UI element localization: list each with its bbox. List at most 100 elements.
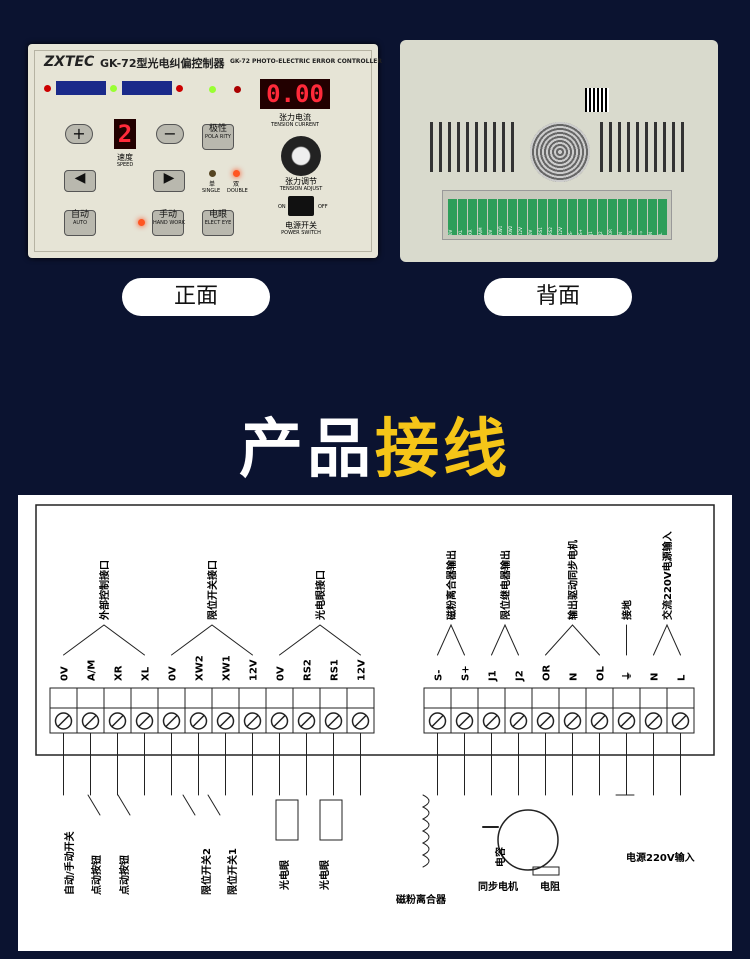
back-terminal: J1 [587, 199, 597, 235]
left-button[interactable]: ◀ [64, 170, 96, 192]
screw-slot [246, 715, 259, 727]
switch-symbol [207, 794, 221, 816]
screw-slot [593, 715, 606, 727]
auto-label: 自动 [70, 210, 89, 220]
screw-slot [458, 715, 471, 727]
resistor-label: 电阻 [540, 880, 560, 893]
on-label: ON [278, 204, 286, 210]
right-button[interactable]: ▶ [153, 170, 185, 192]
screw-slot [273, 715, 286, 727]
back-terminal: XW2 [507, 199, 517, 235]
back-terminal: 0V [487, 199, 497, 235]
fan-grille [530, 122, 590, 182]
clutch-label: 磁粉离合器 [396, 893, 447, 906]
section-title: 产品接线 [0, 398, 750, 490]
group-label: 接地 [621, 600, 634, 620]
group-label: 外部控制接口 [98, 560, 111, 621]
back-label: 背面 [484, 278, 632, 316]
polarity-led-left [209, 86, 216, 93]
back-terminal: L [657, 199, 667, 235]
speed-label-en: SPEED [116, 162, 134, 168]
group-bracket [653, 623, 681, 656]
capacitor-label: 电容 [494, 847, 507, 867]
power-label-en: POWER SWITCH [281, 230, 321, 236]
back-terminal: RS1 [537, 199, 547, 235]
single-label: SINGLE [202, 188, 221, 194]
switch-symbol [87, 794, 101, 816]
model-title: GK-72型光电纠偏控制器 [100, 57, 225, 70]
deviation-bar-right [122, 81, 172, 95]
diagram-frame [35, 504, 715, 756]
screw-slot [192, 715, 205, 727]
group-bracket [437, 623, 465, 656]
tension-adjust-label: TENSION ADJUST [279, 186, 323, 192]
screw-slot [539, 715, 552, 727]
screw-slot [300, 715, 313, 727]
terminal-label: OL [596, 665, 607, 681]
single-label-cn: 单 [209, 181, 216, 188]
terminal-label: XL [141, 666, 152, 681]
screw-slot [512, 715, 525, 727]
back-terminal: OR [607, 199, 617, 235]
group-bracket [491, 623, 519, 656]
terminal-label: A/M [87, 660, 98, 681]
screw-slot [354, 715, 367, 727]
terminal-label: J2 [515, 670, 526, 682]
screw-slot [111, 715, 124, 727]
terminal-label: S- [434, 670, 445, 681]
terminal-label: RS1 [330, 659, 341, 681]
group-bracket [171, 624, 253, 656]
back-terminal: XL [457, 199, 467, 235]
qr-code [585, 88, 609, 112]
back-terminal: 12V [557, 199, 567, 235]
terminal-label: XW1 [222, 655, 233, 681]
polarity-label: 极性 [208, 124, 227, 134]
hand-label-en: HAND WORK [153, 219, 185, 226]
group-bracket [545, 624, 600, 656]
power-switch[interactable] [288, 196, 314, 216]
component-label: 自动/手动开关 [63, 831, 76, 895]
screw-slot [647, 715, 660, 727]
terminal-label: XR [114, 665, 125, 681]
terminal-label: 12V [249, 659, 260, 681]
back-terminal: J2 [597, 199, 607, 235]
speed-display: 2 [114, 119, 136, 149]
motor-label: 同步电机 [478, 880, 518, 893]
group-label: 限位开关接口 [206, 560, 219, 620]
led-right [176, 85, 183, 92]
back-terminal: 0V [447, 199, 457, 235]
back-terminal: S- [567, 199, 577, 235]
hand-label: 手动 [158, 210, 177, 220]
group-label: 交流220V电源输入 [661, 531, 674, 620]
terminal-label: OR [542, 664, 553, 681]
speed-plus-button[interactable]: + [65, 124, 93, 144]
vent-left [430, 122, 520, 172]
speed-minus-button[interactable]: − [156, 124, 184, 144]
deviation-bar-left [56, 81, 106, 95]
photo-eye-1 [275, 799, 299, 841]
back-terminal: A/M [477, 199, 487, 235]
terminal-label: 0V [276, 666, 287, 681]
hand-led [138, 219, 145, 226]
terminal-label: 12V [357, 659, 368, 681]
screw-slot [431, 715, 444, 727]
single-led [209, 170, 216, 177]
screw-slot [620, 715, 633, 727]
auto-label-en: AUTO [72, 219, 88, 226]
power-input-label: 电源220V输入 [626, 851, 695, 864]
switch-symbol [117, 794, 131, 816]
led-left [44, 85, 51, 92]
terminal-label: J1 [488, 670, 499, 682]
back-terminal: XR [467, 199, 477, 235]
back-terminal: N [647, 199, 657, 235]
group-label: 限位继电器输出 [499, 550, 512, 620]
terminal-label: N [569, 673, 580, 681]
tension-knob[interactable] [281, 136, 321, 176]
terminal-label: S+ [461, 665, 472, 681]
